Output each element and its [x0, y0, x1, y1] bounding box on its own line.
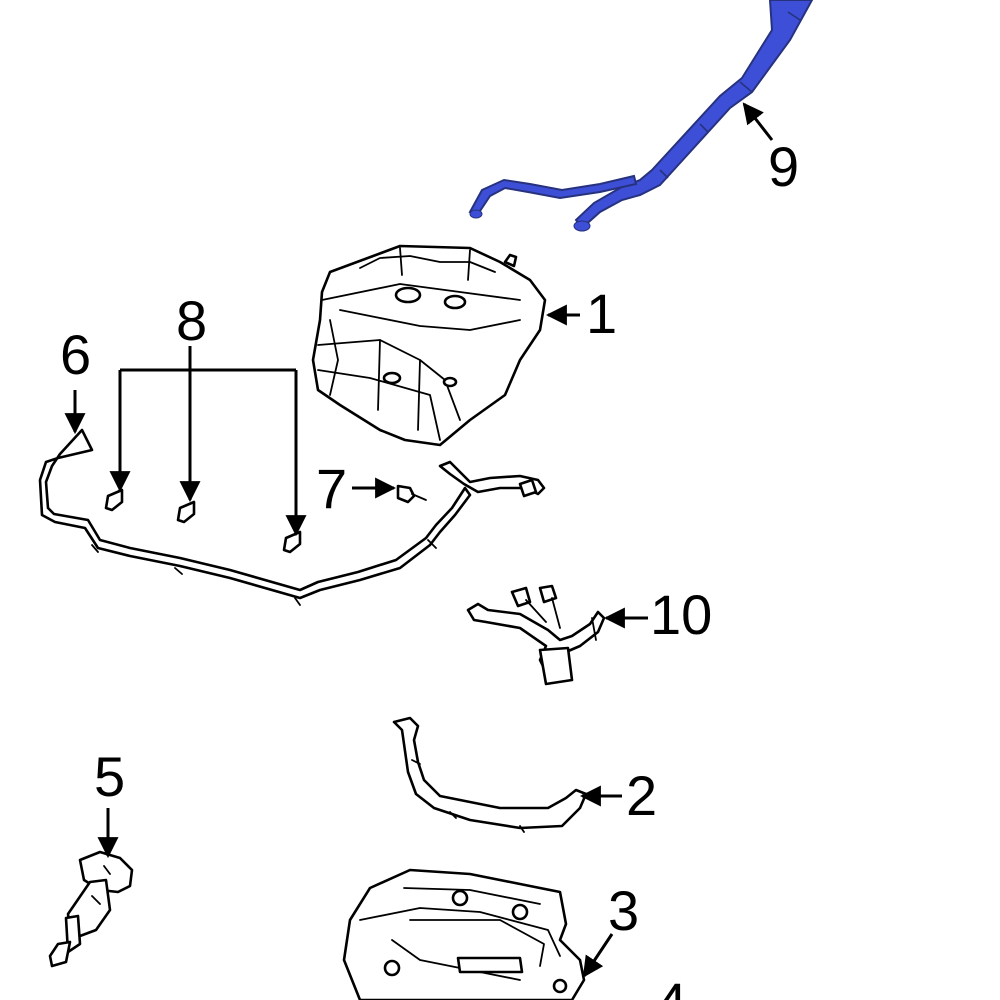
callout-6: 6 [60, 323, 91, 386]
tank-strap-part-2[interactable] [392, 716, 588, 833]
callout-1: 1 [586, 282, 617, 345]
fuel-pump-part-5[interactable] [48, 850, 134, 968]
callout-8: 8 [176, 289, 207, 352]
callout-3: 3 [608, 879, 639, 942]
fuel-tank-part-1[interactable] [311, 244, 547, 447]
leader-lines [64, 102, 774, 978]
filler-tube-part-9[interactable] [468, 0, 814, 232]
callout-2: 2 [626, 764, 657, 827]
callout-9: 9 [768, 135, 799, 198]
callout-labels: 1 2 3 4 5 6 7 8 9 10 [60, 135, 799, 1000]
connector-part-7[interactable] [396, 484, 427, 504]
callout-7: 7 [316, 457, 347, 520]
clip-part-8b[interactable] [176, 500, 196, 524]
fuel-line-part-6[interactable] [38, 428, 472, 606]
clip-part-8a[interactable] [104, 488, 124, 512]
wiring-harness-part-10[interactable] [466, 584, 606, 686]
vent-hose[interactable] [438, 460, 546, 498]
callout-5: 5 [94, 745, 125, 808]
callout-4: 4 [656, 971, 687, 1000]
skid-plate-part-3[interactable] [342, 868, 586, 1000]
callout-10: 10 [650, 583, 712, 646]
clip-part-8c[interactable] [282, 530, 302, 554]
